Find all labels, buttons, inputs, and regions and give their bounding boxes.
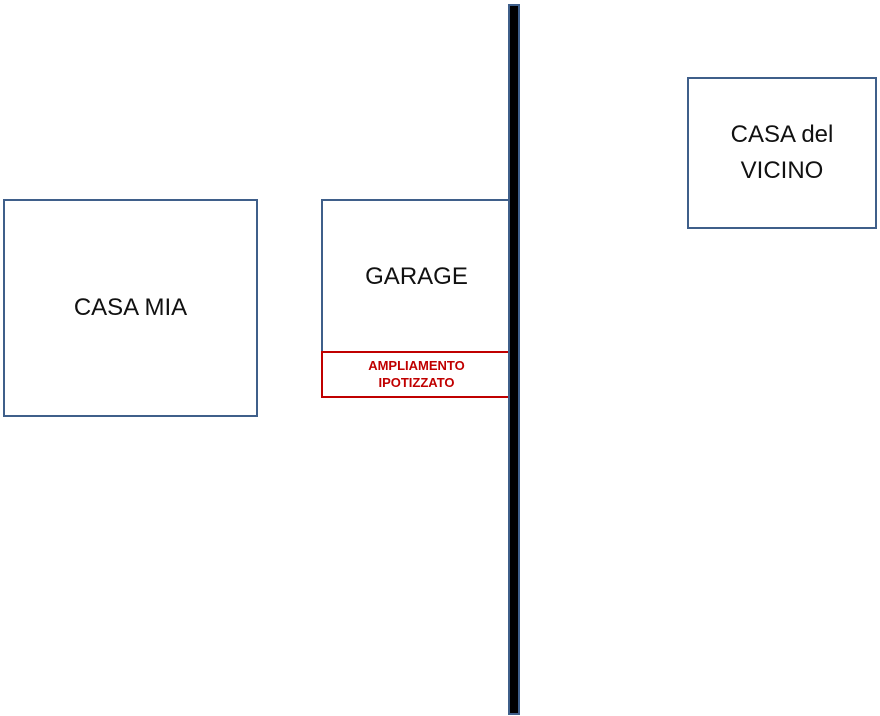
casa-del-vicino-box: CASA del VICINO — [687, 77, 877, 229]
property-boundary-line — [508, 4, 520, 715]
garage-box: GARAGE — [321, 199, 512, 353]
casa-mia-box: CASA MIA — [3, 199, 258, 417]
ampliamento-ipotizzato-label: AMPLIAMENTO IPOTIZZATO — [368, 358, 465, 390]
garage-label: GARAGE — [365, 263, 468, 290]
casa-del-vicino-label: CASA del VICINO — [730, 121, 834, 184]
casa-mia-label: CASA MIA — [73, 294, 188, 321]
ampliamento-ipotizzato-box: AMPLIAMENTO IPOTIZZATO — [321, 351, 512, 398]
